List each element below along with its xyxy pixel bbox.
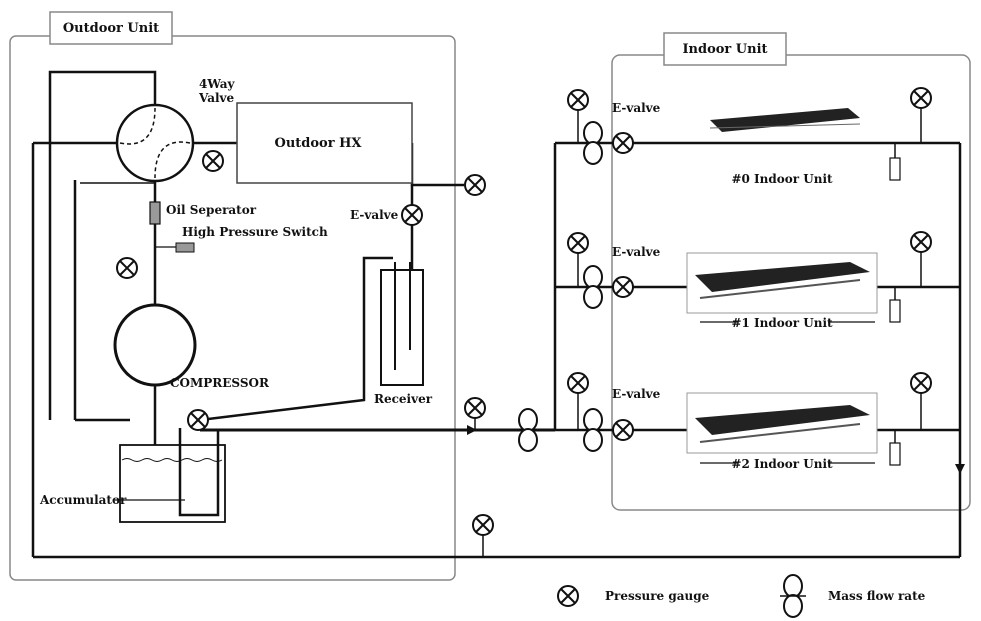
receiver-label: Receiver bbox=[374, 392, 433, 406]
pressure-gauge-icon bbox=[116, 257, 138, 279]
legend-pressure-gauge-icon bbox=[557, 585, 579, 607]
receiver-tank bbox=[380, 262, 424, 386]
pressure-gauge-icon bbox=[472, 514, 494, 536]
pressure-gauge-icon bbox=[567, 89, 589, 111]
pressure-gauge-icon bbox=[567, 232, 589, 254]
pressure-gauge-icon bbox=[910, 87, 932, 109]
high-pressure-switch-label: High Pressure Switch bbox=[182, 225, 328, 239]
oil-separator-icon bbox=[149, 201, 161, 225]
accumulator-label: Accumulator bbox=[39, 493, 127, 507]
pressure-gauge-icon bbox=[464, 174, 486, 196]
pressure-gauge-icon bbox=[464, 397, 486, 419]
e-valve-icon bbox=[612, 132, 634, 154]
legend-mass-flow-label: Mass flow rate bbox=[828, 589, 926, 603]
outdoor-e-valve-label: E-valve bbox=[350, 208, 399, 222]
indoor-sensors bbox=[889, 157, 901, 466]
e-valve-icon bbox=[612, 276, 634, 298]
indoor-unit-title: Indoor Unit bbox=[682, 42, 767, 57]
outdoor-e-valve-icon bbox=[401, 204, 423, 226]
compressor-label: COMPRESSOR bbox=[170, 376, 270, 390]
pressure-gauge-icon bbox=[910, 231, 932, 253]
four-way-valve-label-2: Valve bbox=[198, 91, 235, 105]
accumulator-tank bbox=[119, 444, 226, 523]
flow-arrow-icon bbox=[955, 464, 965, 474]
indoor-unit-2-label: #2 Indoor Unit bbox=[731, 457, 833, 471]
outdoor-unit-box bbox=[9, 11, 456, 581]
legend-pressure-gauge-label: Pressure gauge bbox=[605, 589, 710, 603]
outdoor-unit-title: Outdoor Unit bbox=[63, 21, 159, 36]
indoor-unit-2-coil bbox=[686, 392, 878, 454]
indoor-evalve-1-label: E-valve bbox=[612, 245, 661, 259]
four-way-valve-label-1: 4Way bbox=[199, 77, 236, 91]
four-way-valve bbox=[115, 103, 195, 183]
indoor-unit-1-label: #1 Indoor Unit bbox=[731, 316, 833, 330]
indoor-unit-0-coil bbox=[709, 108, 861, 132]
indoor-evalve-0-label: E-valve bbox=[612, 101, 661, 115]
outdoor-hx-box bbox=[236, 102, 413, 184]
indoor-unit-0-label: #0 Indoor Unit bbox=[731, 172, 833, 186]
indoor-unit-1-coil bbox=[686, 252, 878, 314]
pressure-gauge-icon bbox=[202, 150, 224, 172]
indoor-unit-box bbox=[611, 32, 971, 511]
gauge-stems bbox=[474, 108, 922, 557]
compressor bbox=[113, 303, 197, 387]
indoor-evalve-2-label: E-valve bbox=[612, 387, 661, 401]
pressure-gauge-icon bbox=[910, 372, 932, 394]
pressure-gauge-icon bbox=[567, 372, 589, 394]
flow-arrow-icon bbox=[467, 425, 477, 435]
oil-separator-label: Oil Seperator bbox=[166, 203, 257, 217]
pressure-gauge-icon bbox=[187, 409, 209, 431]
outdoor-hx-label: Outdoor HX bbox=[275, 136, 363, 151]
e-valve-icon bbox=[612, 419, 634, 441]
high-pressure-switch-icon bbox=[175, 242, 195, 253]
